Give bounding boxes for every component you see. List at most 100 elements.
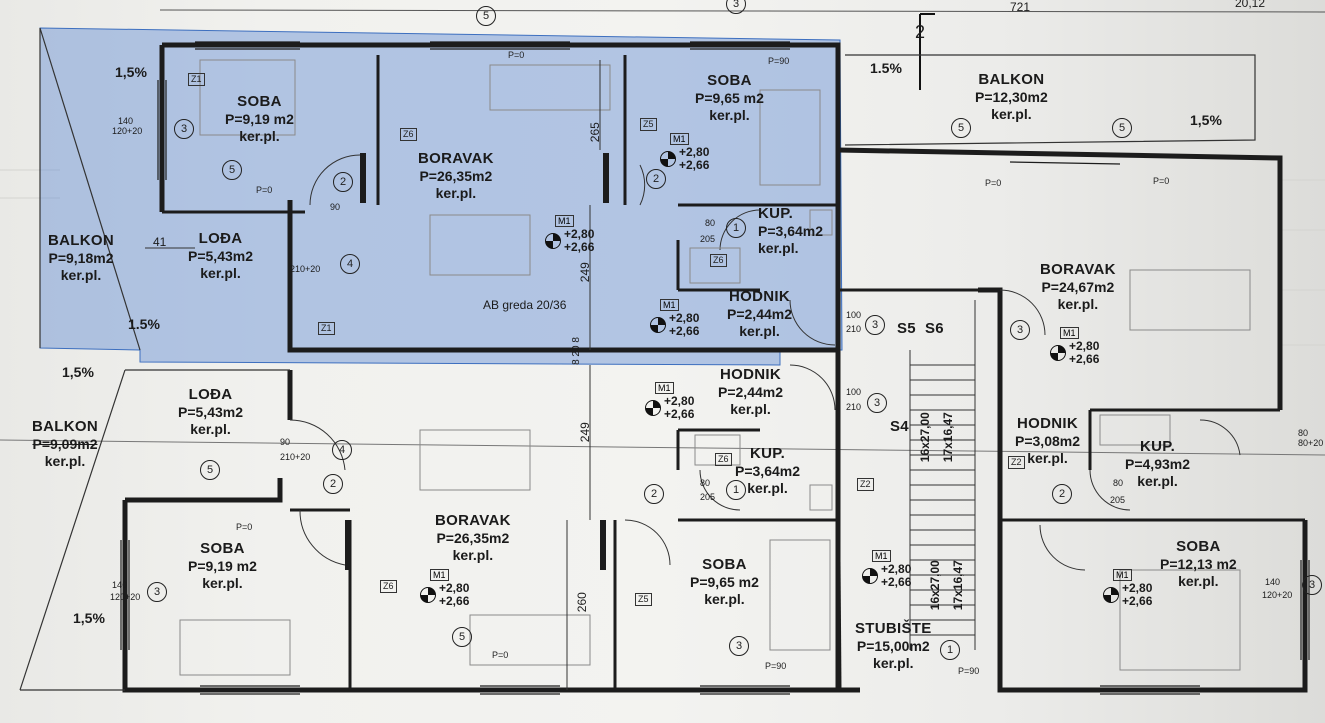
level-marker: M1 +2,80+2,66 (420, 569, 470, 608)
tag-p0: P=0 (492, 650, 509, 660)
room-area: P=9,18m2 (48, 250, 114, 266)
slope-bl-bottom: 1,5% (73, 610, 105, 626)
level-bottom: +2,66 (1122, 593, 1153, 608)
dim-2012: 20,12 (1235, 0, 1266, 10)
dim-721: 721 (1010, 0, 1031, 14)
level-code: M1 (430, 569, 449, 581)
door-w80: 80 (1298, 428, 1309, 438)
level-marker: M1 +2,80+2,66 (660, 133, 710, 172)
door-w100: 100 (846, 310, 862, 320)
room-area: P=9,19 m2 (225, 111, 294, 127)
door-number-circle: 2 (644, 484, 664, 504)
dim-260: 260 (574, 592, 589, 613)
level-bottom: +2,66 (679, 157, 710, 172)
tag-z1: Z1 (318, 322, 335, 335)
room-floor: ker.pl. (200, 264, 241, 281)
slope-bl-top: 1,5% (62, 364, 94, 380)
dim-249-top: 249 (577, 262, 592, 283)
room-floor: ker.pl. (1027, 449, 1068, 466)
level-top: +2,80 (664, 394, 695, 408)
room-stubiste: STUBIŠTE P=15,00m2 ker.pl. (855, 620, 932, 672)
level-code: M1 (555, 215, 574, 227)
level-marker: M1 +2,80+2,66 (645, 382, 695, 420)
door-number-circle: 1 (940, 640, 960, 660)
tag-z6: Z6 (715, 453, 732, 466)
room-soba-tc: SOBA P=9,65 m2 ker.pl. (695, 72, 764, 124)
door-number-circle: 5 (951, 118, 971, 138)
door-w100: 100 (846, 387, 862, 397)
room-floor: ker.pl. (1178, 572, 1219, 589)
door-number-circle: 2 (646, 169, 666, 189)
level-icon (660, 150, 676, 167)
level-code: M1 (670, 133, 689, 145)
level-icon (645, 399, 661, 416)
tag-z6: Z6 (400, 128, 417, 141)
door-w90: 90 (280, 437, 291, 447)
level-bottom: +2,66 (564, 239, 595, 254)
room-soba-bl: SOBA P=9,19 m2 ker.pl. (188, 540, 257, 592)
door-w80: 80 (1113, 478, 1124, 488)
stair-rise-bottom: 17x16,47 (950, 560, 965, 611)
room-soba-bc: SOBA P=9,65 m2 ker.pl. (690, 556, 759, 608)
room-name: SOBA (200, 540, 245, 557)
room-name: SOBA (702, 556, 747, 573)
level-marker: M1 +2,80+2,66 (1050, 327, 1100, 365)
tag-z6: Z6 (380, 580, 397, 593)
room-balkon-tr: BALKON P=12,30m2 ker.pl. (975, 71, 1048, 123)
room-floor: ker.pl. (452, 546, 494, 563)
room-floor: ker.pl. (747, 479, 788, 496)
slope-tl-top: 1,5% (115, 64, 147, 80)
door-w210: 210 (846, 324, 862, 334)
door-w140: 140 (1265, 577, 1281, 587)
room-area: P=3,64m2 (735, 463, 800, 479)
room-floor: ker.pl. (435, 184, 477, 201)
level-top: +2,80 (881, 562, 912, 576)
tag-z6: Z6 (710, 254, 727, 267)
level-bottom: +2,66 (439, 593, 470, 608)
room-name: HODNIK (720, 366, 781, 383)
level-top: +2,80 (1069, 339, 1100, 353)
room-area: P=9,19 m2 (188, 558, 257, 574)
door-w21020: 210+20 (290, 264, 321, 274)
room-balkon-tl: BALKON P=9,18m2 ker.pl. (48, 232, 114, 284)
room-floor: ker.pl. (190, 420, 231, 437)
stair-run-top: 16x27,00 (917, 412, 932, 463)
room-floor: ker.pl. (1137, 472, 1178, 489)
dim-41: 41 (153, 235, 167, 249)
stair-s6: S6 (925, 320, 944, 337)
room-name: LOĐA (198, 230, 243, 247)
tag-z1: Z1 (188, 73, 205, 86)
door-w80: 80 (700, 478, 711, 488)
level-code: M1 (660, 299, 679, 311)
level-bottom: +2,66 (669, 323, 700, 338)
level-top: +2,80 (439, 581, 470, 595)
tag-z2: Z2 (1008, 456, 1025, 469)
door-w140: 140 (118, 116, 134, 126)
tag-p0: P=0 (508, 50, 525, 60)
room-kup-bc: KUP. P=3,64m2 ker.pl. (735, 445, 800, 497)
door-w205: 205 (700, 492, 716, 502)
level-marker: M1 +2,80+2,66 (1103, 569, 1153, 608)
slope-tl-bottom: 1.5% (128, 316, 160, 332)
door-w205: 205 (700, 234, 716, 244)
door-number-circle: 3 (726, 0, 746, 14)
door-w8020: 80+20 (1298, 438, 1324, 448)
tag-z5: Z5 (640, 118, 657, 131)
level-top: +2,80 (679, 145, 710, 159)
room-name: SOBA (237, 93, 282, 110)
room-kup-tc: KUP. P=3,64m2 ker.pl. (758, 205, 823, 257)
dim-249-bottom: 249 (577, 422, 592, 443)
door-number-circle: 3 (174, 119, 194, 139)
level-bottom: +2,66 (881, 574, 912, 589)
windows (120, 41, 1310, 695)
tag-p0: P=0 (1153, 176, 1170, 186)
door-number-circle: 1 (726, 218, 746, 238)
balcony-outlines (19, 27, 1256, 691)
door-number-circle: 3 (867, 393, 887, 413)
level-icon (1103, 586, 1119, 603)
room-name: BORAVAK (1040, 261, 1116, 278)
room-floor: ker.pl. (1057, 295, 1099, 312)
tag-z5: Z5 (635, 593, 652, 606)
room-name: HODNIK (1017, 415, 1078, 432)
